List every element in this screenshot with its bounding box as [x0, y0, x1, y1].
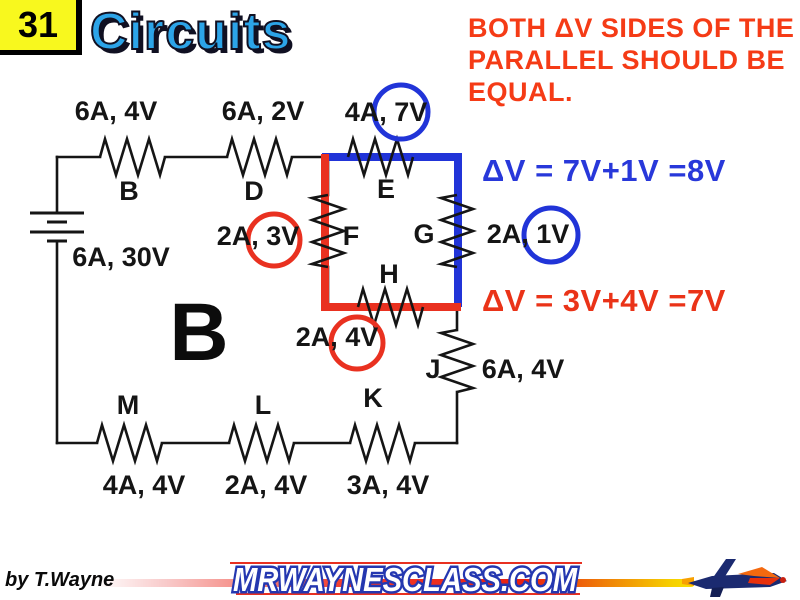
note-text: Both ΔV sides of the parallel should be … — [468, 13, 795, 107]
resistor-L — [227, 420, 296, 466]
value-circles — [245, 82, 581, 372]
jet-flame-bottom — [748, 578, 780, 585]
resistor-L-name-label: L — [254, 390, 272, 420]
footer-pinstripe-bottom — [236, 593, 580, 595]
resistor-B-name-label: B — [119, 176, 139, 206]
red-circle-3V — [245, 211, 303, 269]
resistor-E-value-label: 4A, 7V — [344, 97, 428, 127]
resistor-B-value-label: 6A, 4V — [74, 96, 158, 126]
jet-exhaust — [682, 577, 694, 586]
jet-nose — [780, 577, 786, 583]
jet-fuselage — [688, 573, 787, 589]
blue-circle-1V — [521, 205, 581, 265]
battery-value-label: 6A, 30V — [72, 242, 170, 272]
red-equation: ΔV = 3V+4V =7V — [482, 283, 726, 318]
resistor-D-value-label: 6A, 2V — [221, 96, 305, 126]
author-credit: by T.Wayne — [5, 569, 115, 591]
jet-flame-top — [738, 567, 780, 578]
resistor-G — [435, 193, 477, 269]
blue-equation: ΔV = 7V+1V =8V — [482, 153, 726, 188]
red-highlight-path — [321, 154, 461, 311]
resistor-G-name-label: G — [413, 219, 435, 249]
resistors — [95, 134, 478, 466]
footer-pinstripe-top — [230, 562, 582, 564]
circuit-big-letter: B — [169, 287, 228, 378]
resistor-M-name-label: M — [116, 390, 140, 420]
resistor-G-value-label: 2A, 1V — [486, 219, 570, 249]
resistor-H-value-label: 2A, 4V — [295, 322, 379, 352]
resistor-F — [306, 193, 348, 269]
resistor-D-name-label: D — [244, 176, 264, 206]
resistor-L-value-label: 2A, 4V — [224, 470, 308, 500]
jet-lower-fin — [710, 587, 724, 597]
resistor-H — [356, 284, 425, 330]
footer-stripe — [95, 579, 695, 587]
circuit-diagram — [30, 82, 581, 466]
resistor-D — [225, 134, 294, 180]
page-title: Circuits — [89, 2, 292, 62]
resistor-J — [435, 328, 478, 394]
resistor-J-name-label: J — [425, 354, 441, 384]
resistor-H-name-label: H — [379, 259, 399, 289]
resistor-E-name-label: E — [376, 174, 396, 204]
battery-icon — [30, 211, 84, 243]
resistor-F-value-label: 2A, 3V — [216, 221, 300, 251]
resistor-F-name-label: F — [342, 221, 360, 251]
resistor-M-value-label: 4A, 4V — [102, 470, 186, 500]
resistor-M — [95, 420, 164, 466]
blue-circle-7V — [371, 82, 431, 142]
red-circle-4V — [328, 314, 386, 372]
resistor-K — [348, 420, 417, 466]
resistor-E — [346, 134, 415, 180]
jet-tail-fin — [712, 559, 736, 579]
resistor-J-value-label: 6A, 4V — [481, 354, 565, 384]
site-logo: MRWAYNESCLASS.COM — [231, 559, 581, 600]
slide-number: 31 — [17, 4, 59, 45]
resistor-K-name-label: K — [363, 383, 383, 413]
site-logo-text: MRWAYNESCLASS.COM — [233, 561, 578, 598]
resistor-K-value-label: 3A, 4V — [346, 470, 430, 500]
slide-number-box: 31 — [0, 0, 82, 55]
jet-icon — [682, 559, 787, 597]
resistor-B — [98, 134, 167, 180]
